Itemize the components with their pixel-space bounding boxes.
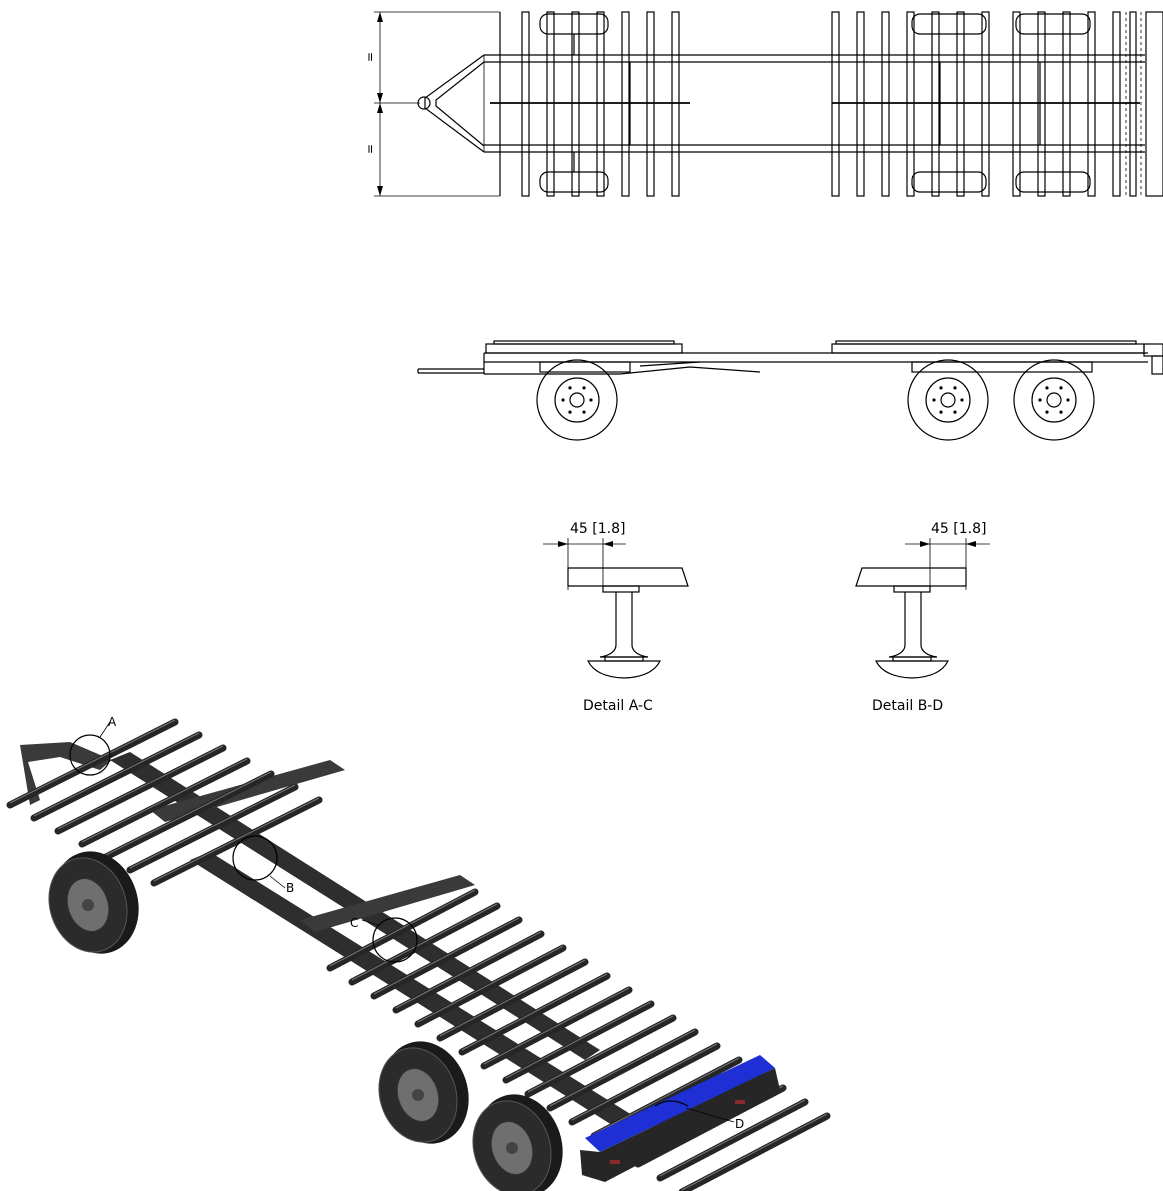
rear-crossmembers (831, 11, 1163, 197)
isometric-view: A B C D (6, 715, 831, 1191)
detail-b-d-dimension: 45 [1.8] (931, 521, 986, 537)
callout-circle-b (232, 835, 278, 881)
callout-a: A (108, 715, 117, 729)
callout-circle-a (69, 734, 111, 776)
callout-c: C (350, 916, 358, 930)
side-view (417, 340, 1163, 441)
callout-mark-d (654, 1100, 689, 1107)
detail-b-d: 45 [1.8] Detail B-D (855, 521, 990, 714)
side-wheel-rear-1 (907, 359, 989, 441)
detail-a-c-dimension: 45 [1.8] (570, 521, 625, 537)
dim-mark-upper: = (363, 52, 377, 62)
callout-circle-c (372, 917, 418, 963)
callout-d: D (735, 1117, 744, 1131)
dim-mark-lower: = (363, 144, 377, 154)
iso-deck-slats (6, 718, 831, 1191)
detail-a-c-caption: Detail A-C (583, 698, 653, 714)
front-crossmembers (521, 11, 680, 197)
side-wheel-rear-2 (1013, 359, 1095, 441)
callout-b: B (286, 881, 294, 895)
deck-cleats (493, 340, 1137, 345)
rear-bumper-accent (585, 1055, 775, 1152)
detail-b-d-caption: Detail B-D (872, 698, 943, 714)
iso-wheels (48, 851, 563, 1191)
side-wheel-front (536, 359, 618, 441)
detail-a-c: 45 [1.8] Detail A-C (543, 521, 689, 714)
top-view: = = (363, 11, 1163, 197)
